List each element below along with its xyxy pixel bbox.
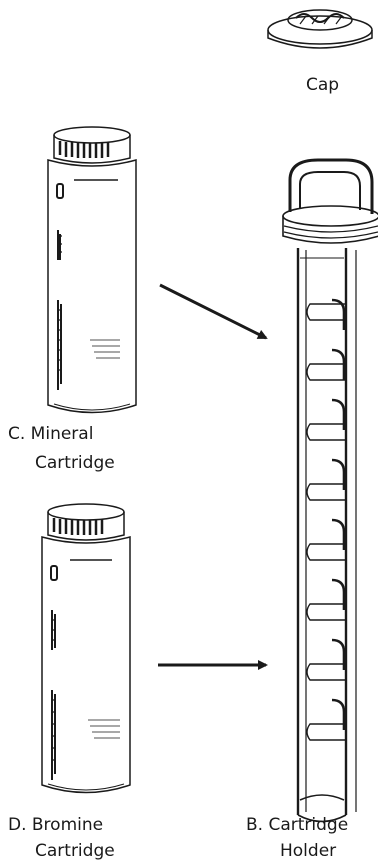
bromine-cartridge-label-line2: Cartridge bbox=[35, 840, 115, 862]
cap-drawing bbox=[268, 10, 372, 48]
cartridge-holder-drawing bbox=[283, 160, 378, 822]
bromine-cartridge-drawing bbox=[42, 504, 130, 793]
cap-label: Cap bbox=[306, 74, 339, 96]
cartridge-holder-label-line2: Holder bbox=[280, 840, 336, 862]
mineral-cartridge-label-line2: Cartridge bbox=[35, 452, 115, 474]
cartridge-holder-label-line1: B. Cartridge bbox=[246, 814, 348, 836]
mineral-arrow bbox=[160, 285, 266, 338]
bromine-cartridge-label-line1: D. Bromine bbox=[8, 814, 103, 836]
mineral-cartridge-drawing bbox=[48, 127, 136, 413]
mineral-cartridge-label-line1: C. Mineral bbox=[8, 423, 93, 445]
